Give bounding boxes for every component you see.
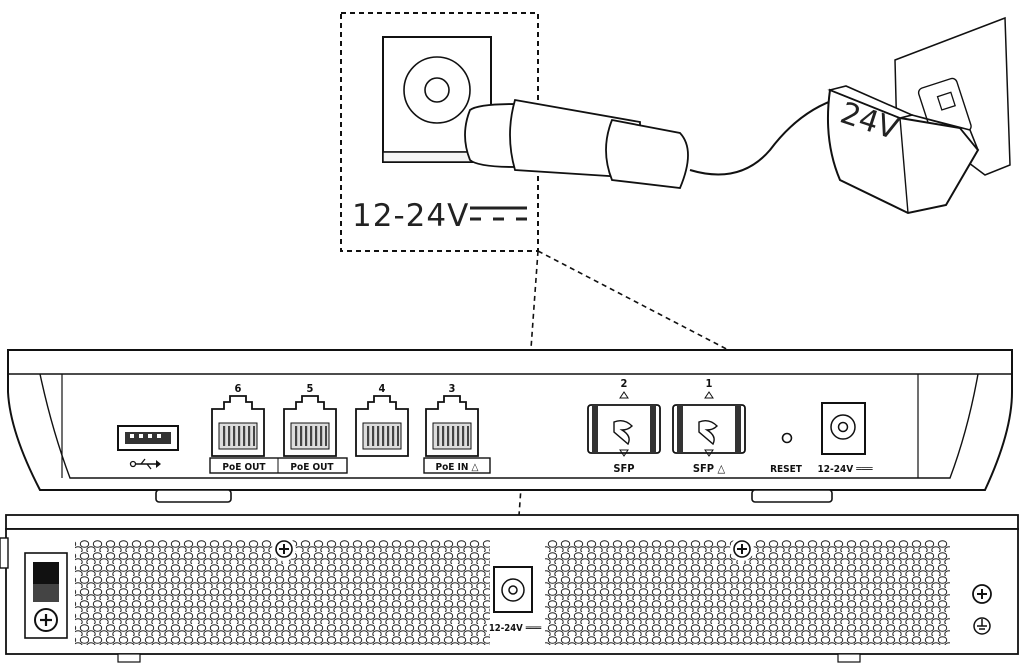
sfp-label: SFP [613,462,634,475]
usb-icon [129,458,161,470]
rack-power-label: 12-24V ═══ [489,623,542,634]
rj45-port-4[interactable]: 4 [355,382,409,457]
reset-label: RESET [770,464,803,475]
sfp-number: 2 [621,377,628,390]
port-number: 4 [379,382,386,395]
ground-icon [973,617,991,635]
port-number: 3 [449,382,456,395]
rj45-port-6[interactable]: 6 [211,382,265,457]
ground-screw-icon [972,584,992,604]
screw-icon [275,540,293,558]
sfp-port-2[interactable]: 2 SFP [587,377,661,475]
power-label: 12-24V ═══ [817,464,873,475]
rack-dc-power-jack[interactable] [493,566,533,613]
poe-out-label: PoE OUT [222,462,266,473]
power-adapter: 24V [826,85,980,215]
mount-bracket-left [24,552,68,639]
port-number: 6 [235,382,242,395]
poe-in-label: PoE IN △ [436,462,479,473]
screw-icon [733,540,751,558]
rj45-port-5[interactable]: 5 [283,382,337,457]
usb-port[interactable] [117,425,179,451]
callout-voltage-label: 12-24V [352,198,469,234]
port-number: 5 [307,382,314,395]
reset-button[interactable] [781,432,793,444]
sfp-number: 1 [706,377,713,390]
sfp-label: SFP △ [693,462,726,475]
poe-out-label-box: PoE OUT PoE OUT [209,457,348,474]
poe-in-label-box: PoE IN △ [423,457,491,474]
dc-plug [464,97,841,189]
callout-box: 12-24V [340,12,539,252]
desktop-switch: 6 5 4 3 PoE OUT PoE OUT [7,349,1013,503]
dc-power-jack[interactable] [821,402,866,455]
rj45-port-3[interactable]: 3 [425,382,479,457]
sfp-port-1[interactable]: 1 SFP △ [672,377,746,475]
poe-out-label: PoE OUT [290,462,334,473]
rack-switch: 12-24V ═══ [0,514,1019,663]
dc-symbol [470,206,527,221]
